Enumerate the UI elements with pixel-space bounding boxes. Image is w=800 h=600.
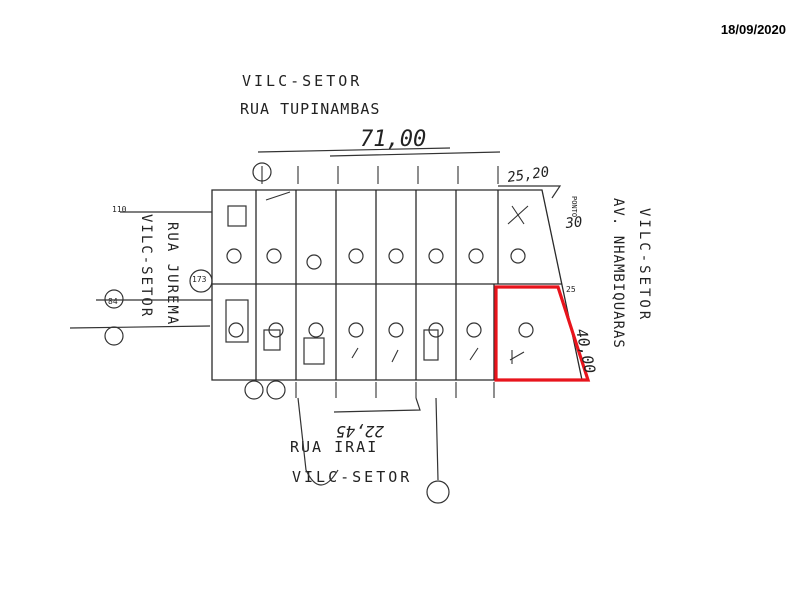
bottom-lot-markers (228, 322, 534, 338)
date-stamp: 18/09/2020 (720, 22, 786, 37)
building-footprints (225, 205, 439, 365)
highlighted-lot-boundary (494, 285, 591, 382)
north-dimension-line (257, 147, 501, 157)
south-street-sector: VILC-SETOR (292, 468, 412, 486)
top-lot-markers (226, 248, 526, 270)
misc-number-173: 173 (192, 275, 207, 284)
east-street-sector: VILC-SETOR (636, 208, 652, 322)
edge-ticks (261, 166, 499, 398)
top-lot-dividers (255, 190, 499, 284)
west-street-name: RUA JUREMA (164, 222, 180, 326)
south-street-name: RUA IRAI (290, 438, 378, 456)
north-dimension: 71,00 (360, 127, 426, 152)
corner-dimension-line (498, 185, 562, 199)
misc-number-84: 84 (108, 297, 118, 306)
south-dimension: 22,45 (336, 422, 384, 441)
corner-dimension: 25,20 (506, 164, 550, 186)
corner-note: PONTO (570, 196, 578, 217)
north-street-sector: VILC-SETOR (242, 72, 362, 90)
north-street-name: RUA TUPINAMBAS (240, 100, 380, 118)
west-street-sector: VILC-SETOR (138, 214, 154, 318)
bottom-lot-dividers (255, 284, 495, 380)
east-street-name: AV. NHAMBIQUARAS (610, 198, 626, 349)
corner-note-value: 30 (564, 214, 583, 232)
left-leader-lines (69, 211, 212, 329)
south-marker (426, 480, 450, 504)
misc-number-110: 110 (112, 205, 127, 214)
south-dimension-line (333, 397, 421, 413)
south-leader-lines (297, 397, 439, 486)
misc-number-25: 25 (566, 285, 576, 294)
lot-hatches (265, 191, 529, 364)
